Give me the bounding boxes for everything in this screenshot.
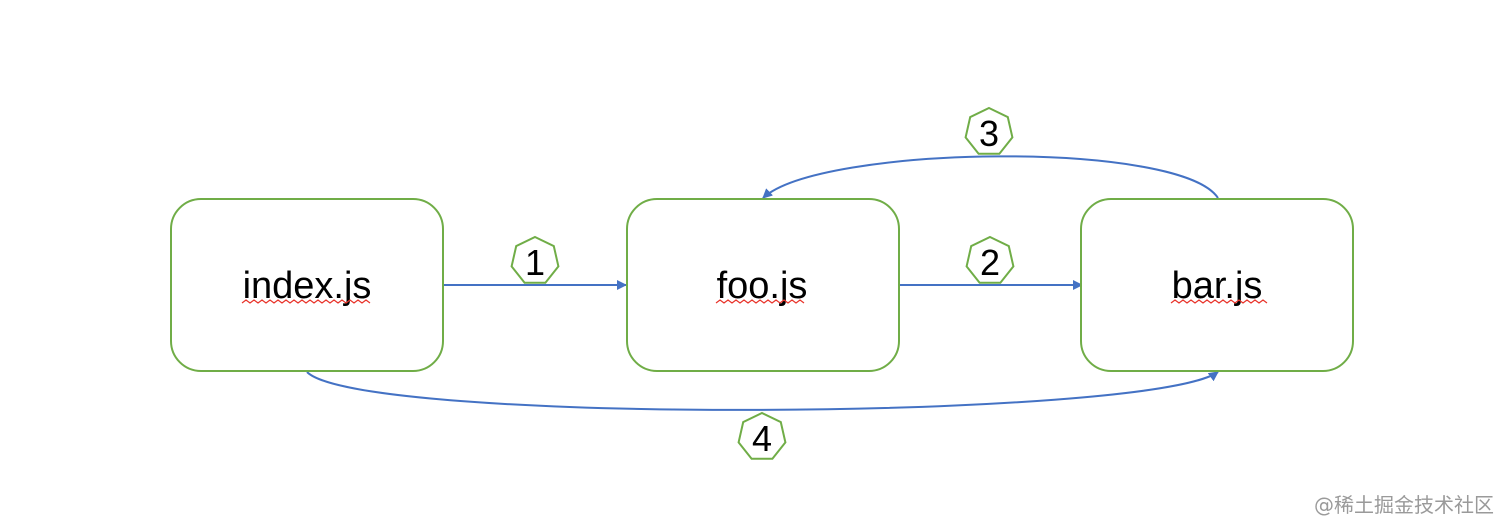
step-badge-4: 4 (737, 411, 787, 460)
heptagon-icon (965, 235, 1015, 284)
step-badge-4-label: 4 (752, 418, 772, 459)
node-bar-box (1080, 198, 1354, 372)
step-badge-3: 3 (964, 106, 1014, 155)
edge-bar-to-foo (762, 155, 1219, 199)
step-badge-2-label: 2 (980, 242, 1000, 283)
node-bar: bar.js (1080, 198, 1354, 372)
step-badge-3-label: 3 (979, 113, 999, 154)
spellcheck-underline (1170, 299, 1268, 304)
step-badge-1-label: 1 (525, 242, 545, 283)
watermark: @稀土掘金技术社区 (1314, 493, 1494, 517)
step-badge-1: 1 (510, 235, 560, 284)
spellcheck-underline (241, 299, 371, 304)
node-index-box (170, 198, 444, 372)
node-index: index.js (170, 198, 444, 372)
node-foo-box (626, 198, 900, 372)
spellcheck-underline (715, 299, 805, 304)
heptagon-icon (964, 106, 1014, 155)
step-badge-2: 2 (965, 235, 1015, 284)
edge-index-to-bar (306, 371, 1219, 411)
heptagon-icon (510, 235, 560, 284)
heptagon-icon (737, 411, 787, 460)
node-foo: foo.js (626, 198, 900, 372)
